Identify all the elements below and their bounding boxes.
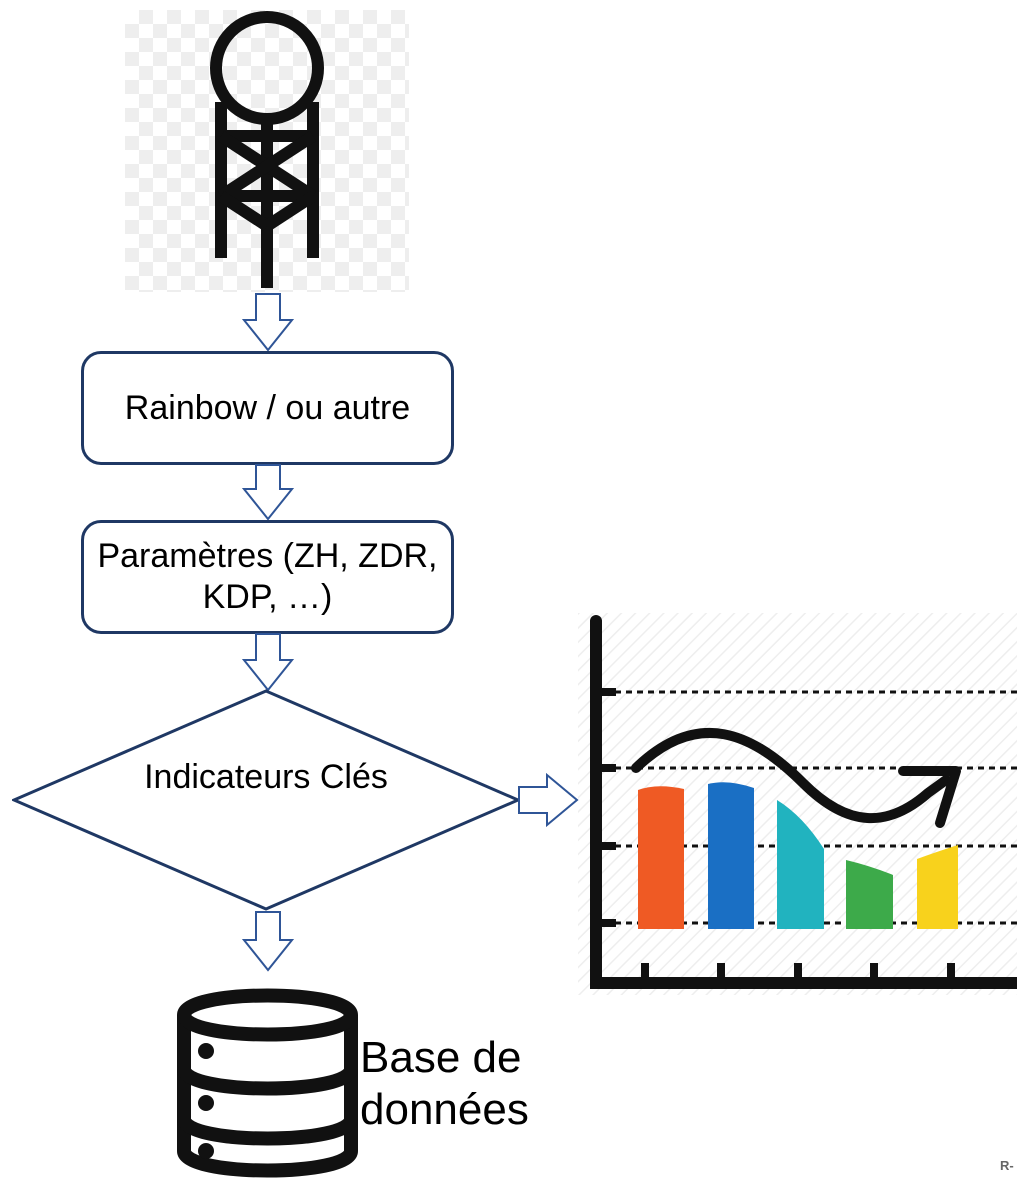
footer-code: R- — [1000, 1158, 1014, 1173]
step-parameters-label: Paramètres (ZH, ZDR, KDP, …) — [97, 537, 438, 616]
database-icon — [177, 988, 358, 1178]
step-rainbow-label: Rainbow / ou autre — [124, 388, 411, 427]
flow-arrow-3 — [242, 632, 294, 692]
hollow-arrow-icon — [518, 773, 579, 827]
chart-icon — [578, 613, 1017, 995]
flow-arrow-2 — [242, 463, 294, 521]
step-parameters-box: Paramètres (ZH, ZDR, KDP, …) — [81, 520, 454, 634]
decision-label: Indicateurs Clés — [144, 758, 388, 796]
database-image — [176, 979, 359, 1181]
decision-diamond — [10, 689, 522, 911]
flow-arrow-1 — [242, 292, 294, 352]
step-rainbow-box: Rainbow / ou autre — [81, 351, 454, 465]
hollow-arrow-icon — [242, 464, 294, 521]
database-label-text: Base de données — [360, 1033, 529, 1134]
flow-arrow-right — [517, 773, 579, 827]
hollow-arrow-icon — [242, 633, 294, 692]
radar-tower-image — [125, 10, 409, 292]
chart-image — [578, 613, 1017, 995]
database-label: Base de données — [360, 1032, 550, 1136]
radar-tower-icon — [210, 11, 324, 288]
hollow-arrow-icon — [242, 293, 294, 352]
hollow-arrow-icon — [242, 911, 294, 972]
flow-arrow-4 — [242, 910, 294, 972]
